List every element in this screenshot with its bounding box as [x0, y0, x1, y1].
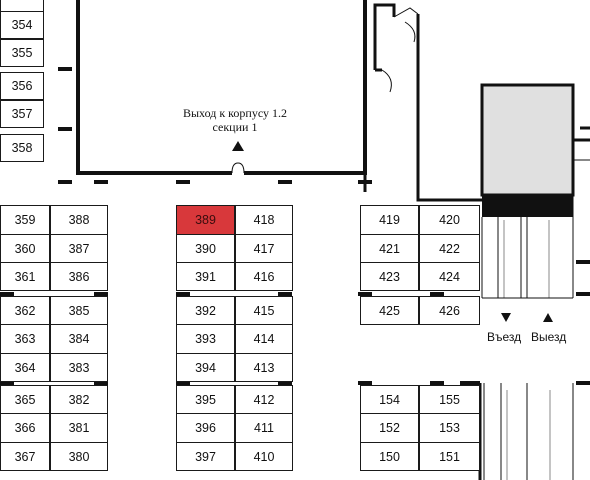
- parking-spot-367[interactable]: 367: [0, 442, 50, 471]
- parking-spot-152[interactable]: 152: [360, 413, 419, 443]
- parking-spot-389[interactable]: 389: [176, 205, 235, 235]
- exit-label-line1: Выход к корпусу 1.2: [182, 106, 287, 120]
- parking-spot-415[interactable]: 415: [235, 296, 293, 325]
- parking-spot-360[interactable]: 360: [0, 234, 50, 263]
- parking-spot-366[interactable]: 366: [0, 413, 50, 443]
- parking-spot[interactable]: 355: [0, 39, 44, 67]
- exit-label-line2: секции 1: [212, 120, 258, 134]
- parking-spot-424[interactable]: 424: [419, 262, 480, 291]
- parking-spot-390[interactable]: 390: [176, 234, 235, 263]
- parking-spot-396[interactable]: 396: [176, 413, 235, 443]
- parking-spot-417[interactable]: 417: [235, 234, 293, 263]
- exit-up-arrow-icon: [232, 141, 244, 151]
- parking-spot-397[interactable]: 397: [176, 442, 235, 471]
- parking-spot-380[interactable]: 380: [50, 442, 108, 471]
- parking-spot-153[interactable]: 153: [419, 413, 480, 443]
- parking-spot[interactable]: 356: [0, 72, 44, 100]
- parking-spot-362[interactable]: 362: [0, 296, 50, 325]
- parking-spot-425[interactable]: 425: [360, 296, 419, 325]
- parking-spot-414[interactable]: 414: [235, 324, 293, 354]
- entry-label: Въезд: [487, 330, 522, 344]
- parking-spot-365[interactable]: 365: [0, 385, 50, 414]
- parking-spot[interactable]: 358: [0, 134, 44, 162]
- parking-spot-388[interactable]: 388: [50, 205, 108, 235]
- exit-up-arrow-icon-2: [543, 313, 553, 322]
- parking-spot-394[interactable]: 394: [176, 353, 235, 382]
- parking-spot-384[interactable]: 384: [50, 324, 108, 354]
- parking-spot-421[interactable]: 421: [360, 234, 419, 263]
- parking-spot-364[interactable]: 364: [0, 353, 50, 382]
- parking-spot-410[interactable]: 410: [235, 442, 293, 471]
- parking-spot-150[interactable]: 150: [360, 442, 419, 471]
- parking-spot-423[interactable]: 423: [360, 262, 419, 291]
- entry-down-arrow-icon: [501, 313, 511, 322]
- parking-spot-419[interactable]: 419: [360, 205, 419, 235]
- parking-spot-416[interactable]: 416: [235, 262, 293, 291]
- parking-spot[interactable]: 357: [0, 100, 44, 128]
- parking-spot-392[interactable]: 392: [176, 296, 235, 325]
- parking-spot-363[interactable]: 363: [0, 324, 50, 354]
- parking-spot-418[interactable]: 418: [235, 205, 293, 235]
- parking-spot[interactable]: 354: [0, 11, 44, 39]
- parking-spot-387[interactable]: 387: [50, 234, 108, 263]
- parking-spot-391[interactable]: 391: [176, 262, 235, 291]
- parking-spot-382[interactable]: 382: [50, 385, 108, 414]
- parking-spot-412[interactable]: 412: [235, 385, 293, 414]
- parking-spot-383[interactable]: 383: [50, 353, 108, 382]
- parking-spot-426[interactable]: 426: [419, 296, 480, 325]
- parking-spot-359[interactable]: 359: [0, 205, 50, 235]
- parking-spot-413[interactable]: 413: [235, 353, 293, 382]
- parking-spot-420[interactable]: 420: [419, 205, 480, 235]
- parking-spot-385[interactable]: 385: [50, 296, 108, 325]
- parking-spot-386[interactable]: 386: [50, 262, 108, 291]
- parking-spot-361[interactable]: 361: [0, 262, 50, 291]
- parking-spot-154[interactable]: 154: [360, 385, 419, 414]
- parking-spot-155[interactable]: 155: [419, 385, 480, 414]
- parking-spot-395[interactable]: 395: [176, 385, 235, 414]
- parking-spot-422[interactable]: 422: [419, 234, 480, 263]
- parking-spot-151[interactable]: 151: [419, 442, 480, 471]
- exit-to-building-label: Выход к корпусу 1.2 секции 1: [170, 106, 300, 134]
- parking-spot-381[interactable]: 381: [50, 413, 108, 443]
- parking-spot-393[interactable]: 393: [176, 324, 235, 354]
- parking-spot-411[interactable]: 411: [235, 413, 293, 443]
- exit-drive-label: Выезд: [531, 330, 567, 344]
